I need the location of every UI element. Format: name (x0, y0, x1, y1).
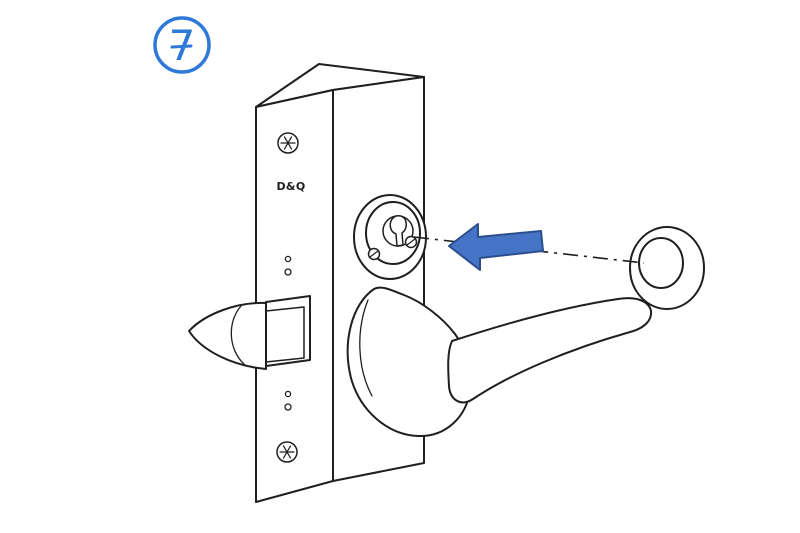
alignment-centerline (413, 236, 645, 264)
cylinder-screw-right-slot (406, 238, 416, 246)
faceplate-hole-1 (284, 255, 292, 263)
lock-faceplate (255, 89, 334, 503)
lever-handle (346, 286, 653, 438)
brand-label: D&Q (277, 180, 306, 193)
seven-crossbar-stroke (170, 44, 193, 49)
cylinder-screw-left-icon (367, 247, 381, 261)
faceplate-hole-2 (284, 268, 292, 276)
insertion-arrow-icon (448, 223, 544, 271)
keyway-slot (389, 215, 407, 247)
screw-top-icon (277, 132, 299, 154)
latch-bolt-bevel (230, 305, 246, 366)
screw-bottom-slot-3 (282, 445, 292, 459)
latch-bolt-inner (265, 306, 305, 363)
step-badge: 7 (153, 16, 211, 74)
latch-bolt (188, 301, 267, 370)
cylinder-collar (629, 226, 705, 310)
screw-top-slot-3 (283, 136, 293, 150)
lock-case: D&Q (188, 63, 425, 503)
lever-arm (447, 297, 653, 404)
step-badge-circle-icon (153, 16, 211, 74)
cylinder-screw-left-slot (369, 250, 379, 258)
lever-hub-contour (359, 299, 373, 397)
faceplate-hole-4 (284, 403, 292, 411)
screw-bottom-icon (276, 441, 298, 463)
cylinder-rose (353, 194, 427, 280)
collar-inner-hole (638, 237, 684, 289)
cylinder-screw-right-icon (404, 235, 418, 249)
lever-hub (346, 286, 472, 438)
faceplate-hole-3 (284, 390, 292, 398)
